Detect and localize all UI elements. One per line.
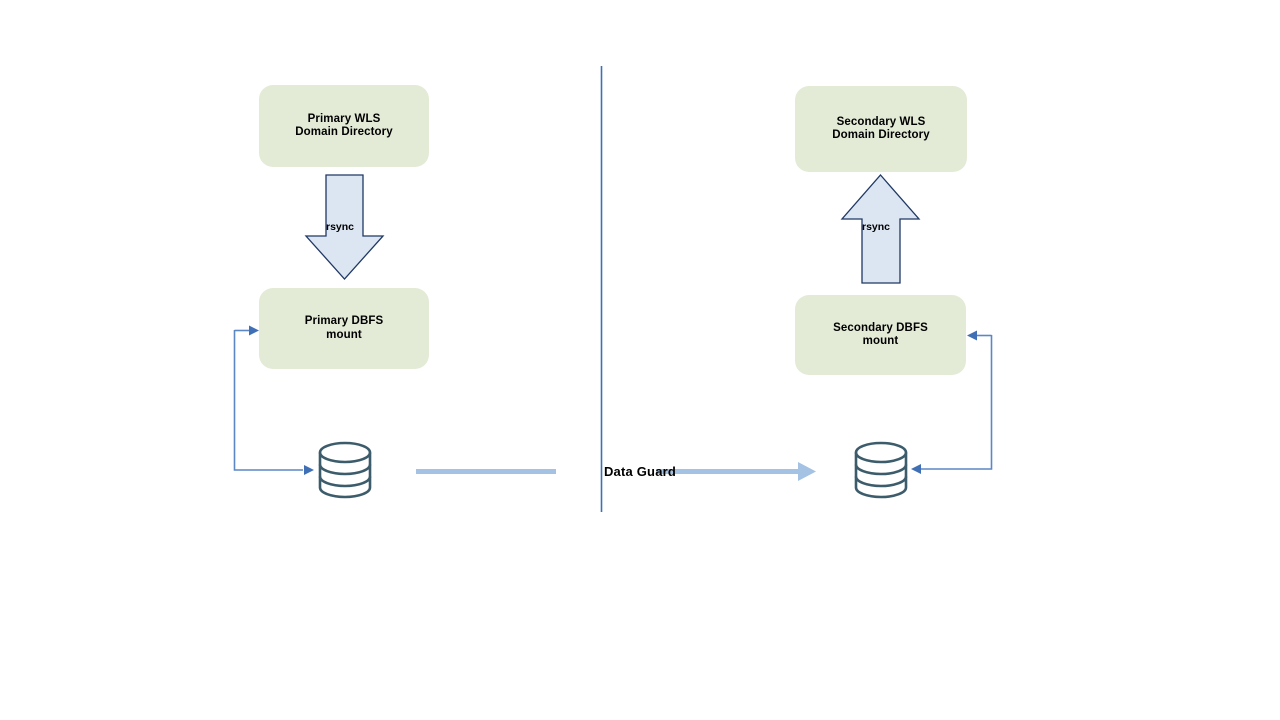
primary-database-icon bbox=[318, 441, 372, 499]
secondary-rsync-block-arrow bbox=[840, 174, 921, 284]
primary-dbfs-db-connector bbox=[233, 330, 303, 471]
primary-rsync-block-arrow bbox=[304, 174, 385, 280]
secondary-dbfs-arrowhead-icon bbox=[967, 330, 977, 341]
node-secondary-dbfs-label: Secondary DBFS mount bbox=[833, 321, 928, 348]
node-secondary-wls-label: Secondary WLS Domain Directory bbox=[832, 115, 930, 142]
node-primary-dbfs-label: Primary DBFS mount bbox=[304, 315, 384, 341]
data-guard-label: Data Guard bbox=[603, 464, 677, 479]
primary-dbfs-arrowhead-icon bbox=[249, 325, 259, 336]
secondary-db-arrowhead-icon bbox=[911, 464, 921, 474]
secondary-rsync-label: rsync bbox=[862, 221, 891, 233]
primary-rsync-label: rsync bbox=[326, 221, 355, 233]
secondary-dbfs-db-connector bbox=[920, 335, 993, 470]
primary-db-arrowhead-icon bbox=[304, 465, 314, 475]
node-primary-dbfs-mount[interactable]: Primary DBFS mount bbox=[259, 288, 429, 369]
node-primary-wls-domain-directory[interactable]: Primary WLS Domain Directory bbox=[259, 85, 429, 167]
node-secondary-dbfs-mount[interactable]: Secondary DBFS mount bbox=[795, 295, 966, 375]
node-primary-wls-label: Primary WLS Domain Directory bbox=[295, 112, 393, 139]
node-secondary-wls-domain-directory[interactable]: Secondary WLS Domain Directory bbox=[795, 86, 967, 172]
secondary-database-icon bbox=[854, 441, 908, 499]
data-guard-arrowhead-icon bbox=[798, 462, 816, 481]
